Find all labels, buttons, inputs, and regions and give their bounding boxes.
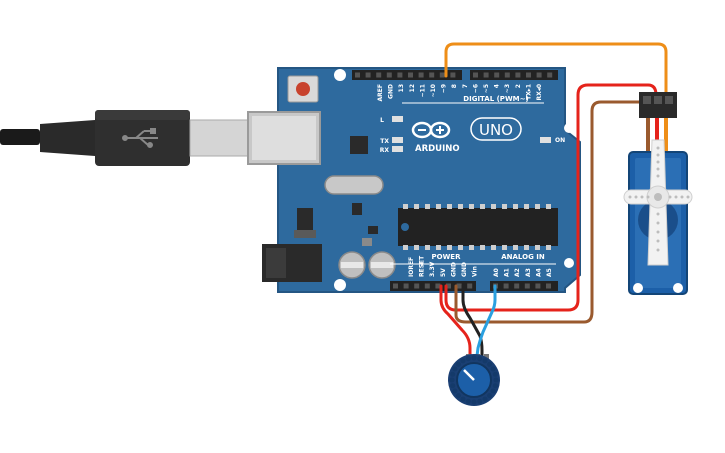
capacitor <box>368 251 396 279</box>
pin-label: 7 <box>462 84 469 88</box>
header-pin-hole[interactable] <box>376 72 382 78</box>
analog-section-label: ANALOG IN <box>501 253 545 261</box>
header-pin-hole[interactable] <box>414 283 420 289</box>
model-label: UNO <box>479 121 513 139</box>
pin-label: ~10 <box>430 84 437 97</box>
header-pin-hole[interactable] <box>446 283 451 289</box>
pin-label: ~5 <box>483 84 490 93</box>
pin-label: RESET <box>419 255 426 277</box>
wire-pot-red <box>439 284 472 358</box>
servo-horn <box>623 139 693 266</box>
header-pin-hole[interactable] <box>403 283 409 289</box>
header-pin-hole[interactable] <box>547 72 553 78</box>
pin-label: A1 <box>504 268 511 277</box>
potentiometer[interactable] <box>448 354 500 406</box>
header-pin-hole[interactable] <box>435 283 441 289</box>
header-pin-hole[interactable] <box>450 72 456 78</box>
power-header <box>390 281 476 291</box>
pin-label: A5 <box>546 268 553 277</box>
header-pin-hole[interactable] <box>514 283 520 289</box>
pin-label: ~3 <box>504 84 511 93</box>
power-section-label: POWER <box>432 253 462 261</box>
header-pin-hole[interactable] <box>439 72 445 78</box>
wire-pot-black <box>461 284 484 358</box>
pin-label: ~9 <box>441 84 448 93</box>
servo-connector <box>639 92 677 118</box>
header-pin-hole[interactable] <box>483 72 489 78</box>
header-pin-hole[interactable] <box>418 72 424 78</box>
crystal-oscillator <box>324 175 384 195</box>
usb-trident-icon <box>122 128 158 148</box>
header-pin-hole[interactable] <box>424 283 430 289</box>
pin-label: A4 <box>535 268 542 277</box>
pin-label: A3 <box>525 268 532 277</box>
usb-chip <box>350 136 368 154</box>
pin-label: A2 <box>514 268 521 277</box>
pin-label: AREF <box>377 84 384 101</box>
header-pin-hole[interactable] <box>515 72 521 78</box>
header-pin-hole[interactable] <box>397 72 403 78</box>
pin-label: 8 <box>451 84 458 88</box>
pin-label: TX▸1 <box>525 84 532 100</box>
pin-label: GND <box>461 262 468 277</box>
pin-label: A0 <box>493 268 500 277</box>
header-pin-hole[interactable] <box>355 72 360 78</box>
header-pin-hole[interactable] <box>473 72 478 78</box>
pin-label: 4 <box>494 84 501 88</box>
header-pin-hole[interactable] <box>365 72 371 78</box>
led-label-on: ON <box>555 137 565 144</box>
header-pin-hole[interactable] <box>393 283 398 289</box>
pin-label: 13 <box>398 84 405 92</box>
pin-label: 12 <box>409 84 416 92</box>
header-pin-hole[interactable] <box>526 72 531 78</box>
header-pin-hole[interactable] <box>503 283 509 289</box>
led-label-rx: RX <box>380 147 390 154</box>
pin-label: 3.3V <box>429 261 436 277</box>
header-pin-hole[interactable] <box>546 283 551 289</box>
header-pin-hole[interactable] <box>456 283 462 289</box>
pin-label: IOREF <box>408 257 415 277</box>
header-pin-hole[interactable] <box>467 283 473 289</box>
pin-label: GND <box>450 262 457 277</box>
led-label-tx: TX <box>380 138 389 145</box>
header-pin-hole[interactable] <box>536 72 542 78</box>
header-pin-hole[interactable] <box>494 72 500 78</box>
microcontroller-chip <box>398 204 558 250</box>
infinity-logo-icon <box>411 121 451 139</box>
digital-header-1 <box>352 70 462 80</box>
header-pin-hole[interactable] <box>504 72 510 78</box>
wire-pot-blue <box>475 284 497 358</box>
led-label-l: L <box>380 117 384 124</box>
pin-label: Vin <box>472 266 479 277</box>
pin-label: 2 <box>515 84 522 88</box>
header-pin-hole[interactable] <box>535 283 541 289</box>
header-pin-hole[interactable] <box>429 72 435 78</box>
capacitor <box>338 251 366 279</box>
wire-signal-orange <box>444 42 668 98</box>
header-pin-hole[interactable] <box>408 72 413 78</box>
reset-button[interactable] <box>287 75 319 103</box>
servo-motor <box>623 92 693 295</box>
pin-label: RX◂0 <box>536 84 543 100</box>
pin-label: ~6 <box>472 84 479 93</box>
header-pin-hole[interactable] <box>386 72 392 78</box>
digital-header-2 <box>470 70 558 80</box>
pin-label: GND <box>388 84 395 99</box>
analog-header <box>490 281 558 291</box>
voltage-regulator <box>297 208 313 230</box>
power-jack <box>262 244 322 282</box>
header-pin-hole[interactable] <box>524 283 530 289</box>
pin-label: 5V <box>440 268 447 277</box>
pin-label: ~11 <box>419 84 426 97</box>
brand-label: ARDUINO <box>415 144 460 154</box>
usb-cable <box>0 110 249 166</box>
digital-section-label: DIGITAL (PWM~) <box>463 95 528 103</box>
wire-power-red <box>444 83 658 312</box>
